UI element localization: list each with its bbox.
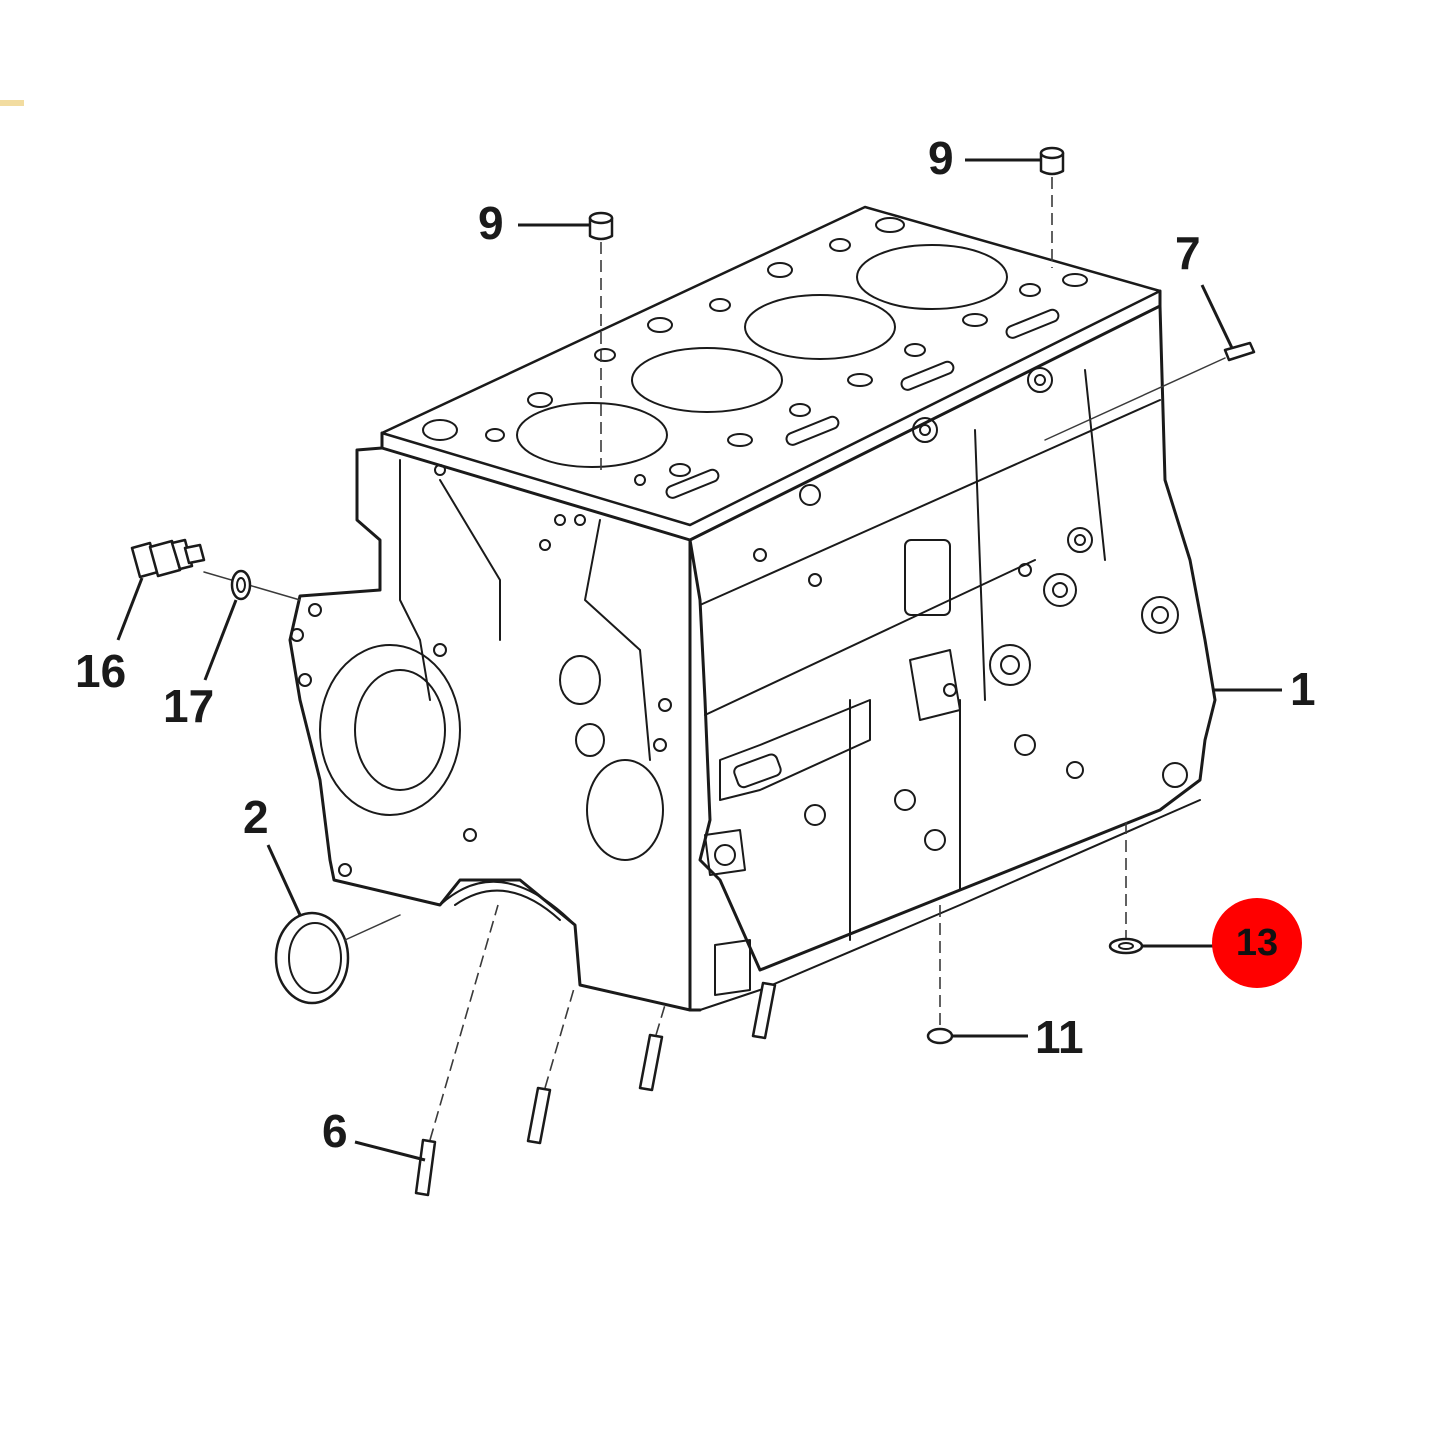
label-part-9-rear: 9 — [928, 132, 954, 184]
axis-6-a — [429, 904, 499, 1141]
dowel-9-rear — [1039, 146, 1065, 176]
front-small-opening — [559, 655, 601, 705]
leader-17 — [203, 599, 238, 681]
deck-holes — [422, 217, 1088, 477]
pin-7 — [1223, 341, 1256, 362]
block-side-rail — [699, 399, 1161, 606]
front-web-2 — [439, 479, 501, 641]
bolt-6-d — [751, 981, 777, 1040]
label-part-6: 6 — [322, 1105, 348, 1157]
label-part-2: 2 — [243, 791, 269, 843]
highlight-badge-part-13[interactable]: 13 — [1212, 898, 1302, 988]
engine-block — [288, 205, 1217, 1012]
block-side-face — [688, 304, 1217, 972]
plug-11 — [926, 1027, 954, 1045]
crank-arch — [439, 880, 576, 926]
front-small-opening-2 — [575, 723, 605, 757]
side-window — [904, 539, 951, 616]
bolts-6 — [414, 981, 777, 1197]
leader-16 — [116, 577, 144, 641]
dowel-9-front — [588, 211, 614, 241]
block-side-rib-4 — [1084, 369, 1106, 561]
cylinder-bore-2 — [631, 347, 783, 413]
flange-holes — [290, 464, 672, 877]
leader-6 — [354, 1140, 426, 1162]
axis-2 — [344, 914, 401, 941]
front-main-opening-inner — [354, 669, 446, 791]
bolt-6-a — [414, 1138, 437, 1197]
label-part-7: 7 — [1175, 227, 1201, 279]
block-deck-face — [380, 205, 1162, 527]
washer-17 — [230, 569, 252, 601]
crank-arch-inner — [454, 889, 561, 921]
side-bosses — [714, 367, 1188, 866]
bolt-6-b — [526, 1086, 552, 1145]
label-part-9-front: 9 — [478, 197, 504, 249]
side-lug-2 — [714, 939, 751, 996]
axis-7 — [1044, 357, 1226, 441]
block-skirt — [699, 799, 1201, 1011]
block-side-rib-3 — [974, 429, 986, 701]
bolt-6-c — [638, 1033, 664, 1092]
label-part-1: 1 — [1290, 663, 1316, 715]
front-bore-opening — [586, 759, 664, 861]
deck-slots — [665, 308, 1060, 499]
leader-2 — [266, 844, 302, 916]
side-lug — [704, 829, 746, 876]
plug-16 — [130, 538, 206, 579]
side-slot — [733, 753, 782, 789]
seal-ring-2 — [274, 911, 350, 1005]
cylinder-bore-3 — [744, 294, 896, 360]
label-part-17: 17 — [163, 680, 215, 732]
corner-mark — [0, 100, 24, 106]
leader-7 — [1200, 284, 1234, 349]
block-front-face — [288, 446, 702, 1012]
side-pad — [909, 649, 961, 721]
washer-13 — [1108, 937, 1144, 955]
axis-6-b — [544, 984, 576, 1089]
label-part-16: 16 — [75, 645, 127, 697]
label-part-11: 11 — [1035, 1011, 1084, 1063]
front-web-3 — [584, 519, 651, 761]
side-rail-casting — [719, 699, 871, 801]
front-main-opening — [319, 644, 461, 816]
cylinder-bore-4 — [856, 244, 1008, 310]
axis-6-c — [655, 1004, 666, 1036]
axis-16-17 — [203, 571, 301, 601]
front-web — [399, 459, 431, 701]
cylinder-bore-1 — [516, 402, 668, 468]
